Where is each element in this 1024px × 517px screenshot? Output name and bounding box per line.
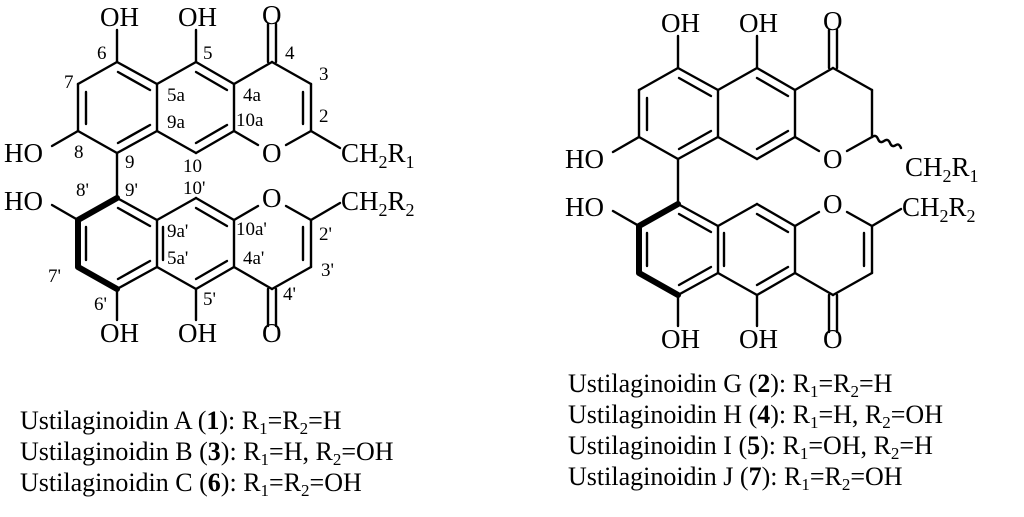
- carbonyl-oxygen-label: O: [262, 0, 282, 30]
- hydroxyl-label: OH: [739, 324, 778, 354]
- carbonyl-oxygen-label: O: [262, 318, 282, 348]
- right-bottom-unit-bonds: [611, 201, 903, 334]
- hydroxyl-label: HO: [4, 186, 43, 216]
- locant: 8: [74, 142, 84, 163]
- left-atom-labels: OH OH O HO O CH2R1 HO O CH2R2 OH OH O: [4, 0, 415, 348]
- locant: 10a: [236, 110, 264, 131]
- locant: 9a: [167, 112, 186, 133]
- locant: 4a: [243, 85, 262, 106]
- hydroxyl-label: OH: [661, 8, 700, 38]
- ring-oxygen-label: O: [823, 144, 843, 174]
- legend-row: Ustilaginoidin I (5): R1=OH, R2=H: [568, 431, 933, 463]
- legend-row: Ustilaginoidin B (3): R1=H, R2=OH: [20, 437, 394, 469]
- left-bottom-unit-bonds: [50, 195, 342, 328]
- locant: 5: [203, 43, 213, 64]
- ring-oxygen-label: O: [262, 138, 282, 168]
- legend-row: Ustilaginoidin C (6): R1=R2=OH: [20, 468, 362, 500]
- hydroxyl-label: OH: [178, 318, 217, 348]
- left-top-unit-bonds: [50, 22, 342, 200]
- hydroxyl-label: HO: [565, 144, 604, 174]
- right-structure: OH OH O HO O CH2R1 HO O CH2R2 OH OH O: [565, 6, 979, 354]
- carbonyl-oxygen-label: O: [823, 6, 843, 36]
- hydroxyl-label: OH: [739, 8, 778, 38]
- wavy-bond: [870, 134, 903, 150]
- locant: 10: [183, 156, 202, 177]
- hydroxyl-label: OH: [100, 2, 139, 32]
- locant: 5a: [167, 85, 186, 106]
- locant: 9: [125, 152, 135, 173]
- locant: 4': [283, 284, 296, 305]
- locant: 2: [319, 106, 329, 127]
- hydroxyl-label: OH: [661, 324, 700, 354]
- hydroxyl-label: HO: [4, 138, 43, 168]
- locant: 7': [48, 266, 61, 287]
- locant: 4: [285, 43, 295, 64]
- ring-oxygen-label: O: [262, 183, 282, 213]
- locant: 5a': [167, 248, 188, 269]
- hydroxyl-label: OH: [100, 318, 139, 348]
- locant: 10a': [236, 219, 267, 240]
- legend-row: Ustilaginoidin J (7): R1=R2=OH: [568, 462, 903, 494]
- locant: 6': [94, 294, 107, 315]
- ring-oxygen-label: O: [823, 189, 843, 219]
- left-locant-labels: 6 5 4 3 7 5a 4a 2 9a 10a 8 9 10 8' 9' 10…: [48, 43, 334, 315]
- locant: 6: [97, 43, 107, 64]
- right-atom-labels: OH OH O HO O CH2R1 HO O CH2R2 OH OH O: [565, 6, 979, 354]
- legend-row: Ustilaginoidin A (1): R1=R2=H: [20, 406, 342, 438]
- locant: 9': [125, 180, 138, 201]
- locant: 3: [319, 64, 329, 85]
- hydroxyl-label: OH: [178, 2, 217, 32]
- right-compound-legend: Ustilaginoidin G (2): R1=R2=H Ustilagino…: [568, 368, 943, 494]
- ch2r1-label: CH2R1: [905, 152, 979, 186]
- right-top-unit-bonds: [611, 28, 903, 206]
- carbonyl-oxygen-label: O: [823, 324, 843, 354]
- ch2r2-label: CH2R2: [902, 192, 976, 226]
- hydroxyl-label: HO: [565, 192, 604, 222]
- legend-row: Ustilaginoidin H (4): R1=H, R2=OH: [568, 400, 943, 432]
- locant: 2': [319, 224, 332, 245]
- locant: 5': [203, 289, 216, 310]
- locant: 7: [64, 72, 74, 93]
- locant: 3': [321, 260, 334, 281]
- ch2r2-label: CH2R2: [341, 186, 415, 220]
- locant: 8': [76, 180, 89, 201]
- legend-row: Ustilaginoidin G (2): R1=R2=H: [568, 369, 893, 401]
- ch2r1-label: CH2R1: [341, 138, 415, 172]
- locant: 4a': [243, 248, 264, 269]
- left-structure: OH OH O HO O CH2R1 HO O CH2R2 OH OH O 6 …: [4, 0, 415, 348]
- locant: 10': [183, 178, 205, 199]
- locant: 9a': [167, 221, 188, 242]
- left-compound-legend: Ustilaginoidin A (1): R1=R2=H Ustilagino…: [20, 405, 394, 500]
